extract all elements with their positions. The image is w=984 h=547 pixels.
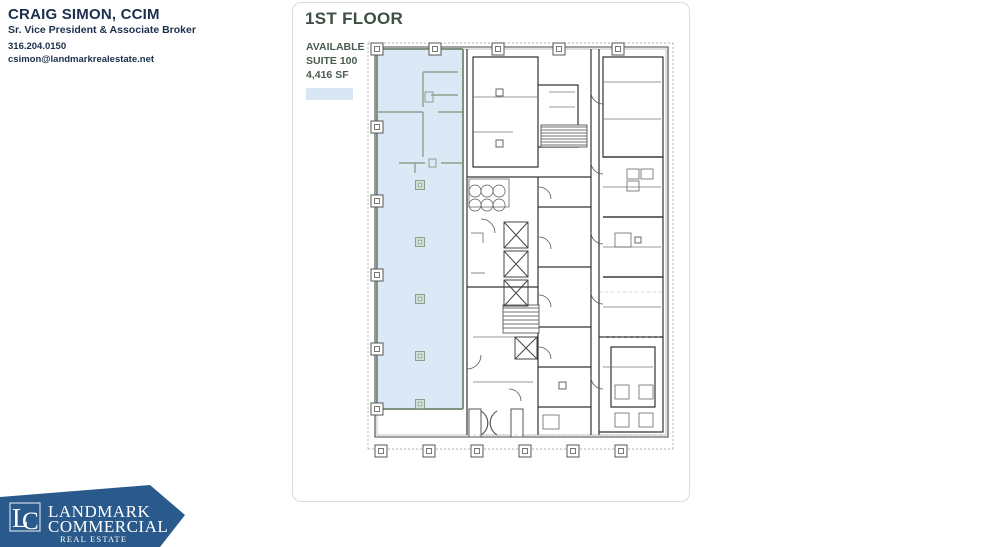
interior-columns (495, 88, 642, 390)
available-suite-area (377, 49, 463, 409)
page-title: 1ST FLOOR (305, 9, 404, 28)
legend-area: 4,416 SF (306, 68, 349, 81)
elevator-shafts (503, 221, 538, 360)
legend-suite: SUITE 100 (306, 54, 358, 67)
logo-line-2: COMMERCIAL (48, 517, 168, 536)
south-exterior-columns (374, 444, 628, 458)
misc-fixtures (471, 168, 654, 430)
interior-walls (466, 49, 664, 435)
restroom-fixtures (468, 178, 510, 212)
broker-name: CRAIG SIMON, CCIM (8, 6, 160, 23)
broker-contact-block: CRAIG SIMON, CCIM Sr. Vice President & A… (8, 6, 288, 67)
svg-text:C: C (22, 508, 39, 535)
stair-central (502, 304, 540, 334)
legend: AVAILABLE SUITE 100 4,416 SF (306, 41, 368, 100)
stair-north (540, 124, 588, 148)
broker-phone[interactable]: 316.204.0150 (8, 40, 67, 52)
logo-line-1: LANDMARK (48, 502, 150, 521)
broker-title: Sr. Vice President & Associate Broker (8, 24, 196, 37)
floor-plan-card[interactable]: 1ST FLOOR AVAILABLE SUITE 100 4,416 SF (292, 2, 690, 502)
broker-email[interactable]: csimon@landmarkrealestate.net (8, 53, 155, 65)
legend-status: AVAILABLE (306, 41, 365, 53)
landmark-commercial-logo[interactable]: L C LANDMARK COMMERCIAL REAL ESTATE (0, 485, 200, 547)
floor-plan-drawing[interactable] (363, 37, 683, 462)
svg-text:L: L (12, 503, 29, 533)
door-swings (466, 91, 604, 402)
lc-monogram-icon: L C (9, 502, 41, 535)
logo-line-3: REAL ESTATE (60, 534, 127, 544)
entry-vestibule (468, 408, 524, 438)
legend-color-swatch (306, 87, 353, 100)
